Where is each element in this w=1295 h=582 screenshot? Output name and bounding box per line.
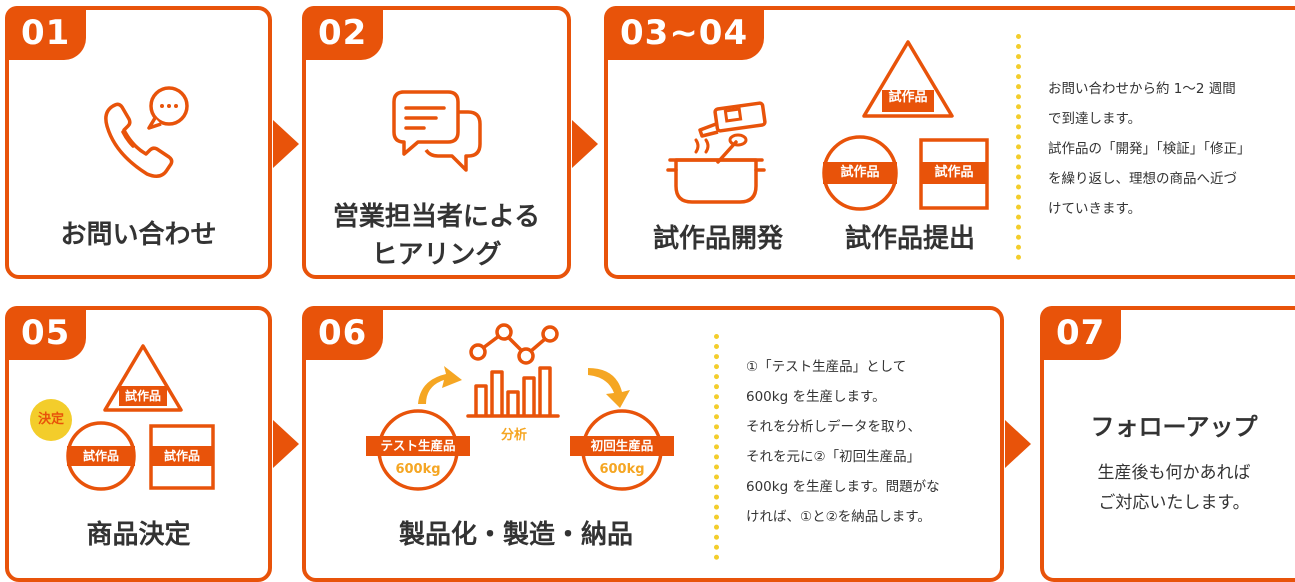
prototype-tag: 試作品 (124, 389, 161, 403)
step-number-badge: 01 (5, 6, 87, 60)
triangle-prototype-icon (103, 344, 183, 412)
step-number-badge: 06 (302, 306, 384, 360)
development-label: 試作品開発 (652, 224, 783, 254)
decided-tag: 決定 (37, 412, 64, 427)
step-card-01: 01 お問い合わせ (5, 6, 272, 279)
step-title-line-1: 営業担当者による (332, 202, 541, 232)
analysis-chart-icon (466, 323, 560, 418)
first-production-icon (570, 409, 674, 491)
flow-arrow (1005, 420, 1031, 468)
step-number-badge: 05 (5, 306, 87, 360)
prototype-tag: 試作品 (934, 165, 974, 180)
first-production-label: 初回生産品 (590, 438, 654, 453)
chat-bubbles-icon (392, 90, 482, 172)
step-number-badge: 02 (302, 6, 384, 60)
triangle-prototype-icon (862, 40, 954, 118)
flow-arrow (572, 120, 598, 168)
first-production-qty: 600kg (599, 462, 645, 477)
step-title: 商品決定 (86, 520, 191, 550)
step-number-badge: 03~04 (604, 6, 765, 60)
step-title: 製品化・製造・納品 (398, 520, 633, 550)
analysis-label: 分析 (500, 428, 527, 443)
prototype-tag: 試作品 (888, 90, 928, 105)
flow-arrow (273, 420, 299, 468)
square-prototype-icon (919, 138, 989, 210)
test-production-icon (366, 409, 470, 491)
step-description: お問い合わせから約 1〜2 週間で到達します。試作品の「開発」「検証」「修正」を… (1048, 81, 1251, 217)
curved-arrow-up-icon (418, 366, 462, 404)
curved-arrow-down-icon (588, 368, 630, 408)
step-title: フォローアップ (1090, 413, 1258, 441)
step-title-line-2: ヒアリング (371, 240, 502, 270)
step-card-03-04: 03~04 試作品開発 試作品 試作品 試作品 試作品提出 お問い合わせから約 … (604, 6, 1295, 279)
circle-prototype-icon (822, 135, 898, 211)
divider-dots (714, 334, 719, 560)
step-card-02: 02 営業担当者による ヒアリング (302, 6, 571, 279)
test-production-qty: 600kg (395, 462, 441, 477)
prototype-tag: 試作品 (163, 449, 200, 463)
flow-arrow (273, 120, 299, 168)
divider-dots (1016, 34, 1021, 260)
submission-label: 試作品提出 (844, 224, 975, 254)
step-title: お問い合わせ (60, 220, 217, 250)
step-card-06: 06 分析 テスト生産品 600kg 初回生産品 600kg 製品化・製造・納品… (302, 306, 1004, 582)
step-number-badge: 07 (1040, 306, 1122, 360)
prototype-tag: 試作品 (82, 449, 119, 463)
step-card-07: 07 フォローアップ 生産後も何かあれば ご対応いたします。 (1040, 306, 1295, 582)
prototype-tag: 試作品 (840, 165, 880, 180)
square-prototype-icon (149, 424, 215, 490)
test-production-label: テスト生産品 (380, 438, 456, 453)
phone-chat-icon (104, 86, 189, 178)
cooking-pot-icon (666, 101, 767, 204)
step-subtitle: 生産後も何かあれば ご対応いたします。 (1097, 463, 1251, 513)
decided-badge-icon (30, 399, 72, 441)
step-card-05: 05 試作品 決定 試作品 試作品 商品決定 (5, 306, 272, 582)
circle-prototype-icon (66, 421, 136, 491)
